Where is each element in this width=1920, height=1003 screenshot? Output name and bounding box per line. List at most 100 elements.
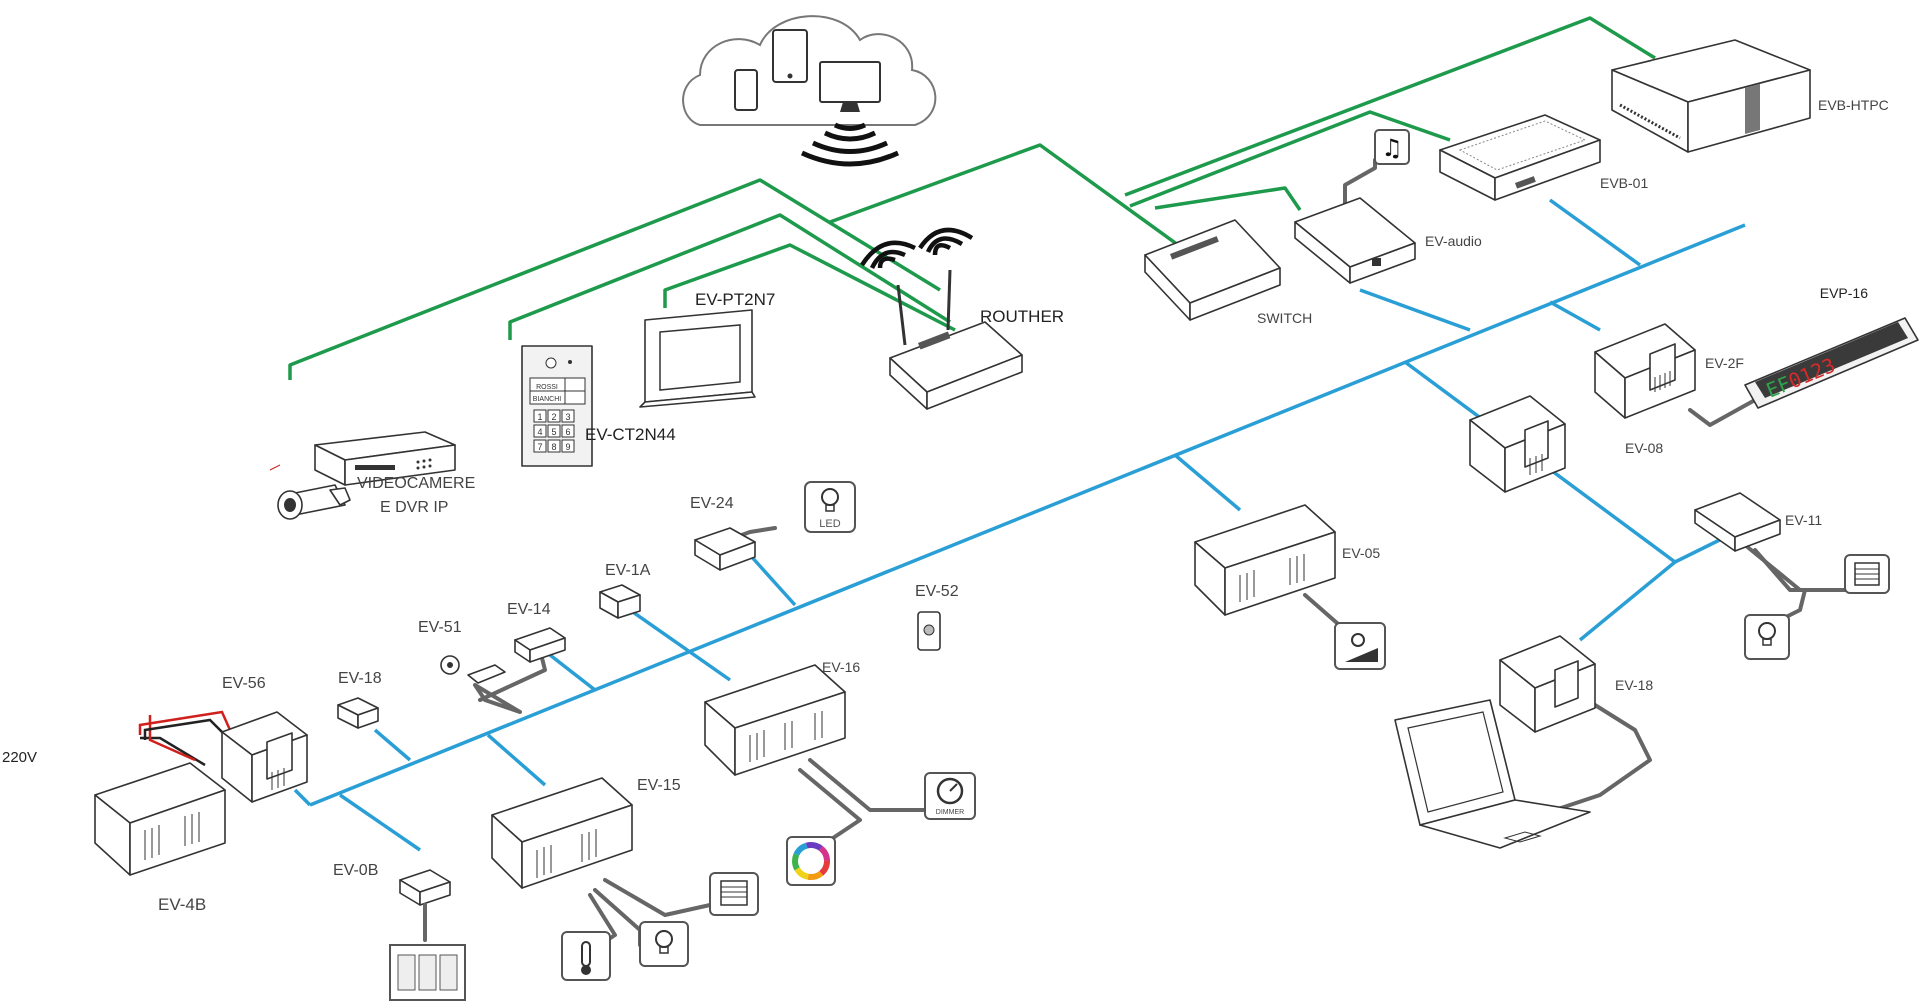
dimmer-knob-icon — [936, 777, 964, 805]
label-ev-08: EV-08 — [1625, 440, 1663, 456]
evb-01-device — [1439, 114, 1601, 201]
ev-52-sensor-icon — [923, 624, 935, 636]
router-ports — [918, 331, 951, 350]
evp-16-screen — [1755, 322, 1908, 398]
key-8: 8 — [551, 442, 556, 452]
bus-ev14 — [548, 653, 597, 692]
key-6: 6 — [565, 427, 570, 437]
dimmer-text: DIMMER — [936, 809, 964, 816]
laptop-keyboard — [1419, 799, 1591, 849]
ev-audio-device — [1294, 197, 1416, 284]
light-icon-box-left — [639, 921, 689, 967]
wire-220v — [140, 736, 206, 767]
wall-switch-icon — [389, 944, 466, 1001]
ev-pt2n7-device — [639, 309, 756, 408]
switch-device — [1144, 219, 1281, 321]
label-ev-18-right: EV-18 — [1615, 677, 1653, 693]
music-note-icon: ♫ — [1381, 134, 1403, 162]
cable-ev18-laptop — [1553, 703, 1652, 812]
bus-ev56 — [293, 788, 312, 807]
label-ev-56: EV-56 — [222, 675, 266, 692]
cable-ev51-loop — [473, 683, 522, 714]
cable-switch-evb01 — [1129, 110, 1451, 208]
switch-ports — [1170, 236, 1219, 260]
light-scene-icon — [1345, 633, 1378, 662]
keypad: 1 2 3 4 5 6 7 8 9 — [533, 409, 575, 453]
label-ev-05: EV-05 — [1342, 545, 1380, 561]
ev-ct2n44-device: ROSSI BIANCHI 1 2 3 4 5 6 7 8 9 — [521, 345, 593, 467]
label-ev-24: EV-24 — [690, 495, 734, 512]
wire-red-2 — [138, 710, 232, 735]
ev-18-left-device — [337, 697, 379, 729]
device-cables — [473, 158, 1852, 947]
power-wires — [138, 710, 232, 767]
ev-4b-device — [94, 762, 226, 876]
dvr-slot — [355, 465, 395, 470]
label-ev-14: EV-14 — [507, 601, 551, 618]
label-evb-htpc: EVB-HTPC — [1818, 97, 1889, 113]
cable-router-switch — [829, 143, 1187, 252]
evp-16-text: EF0123 — [1763, 353, 1839, 403]
led-icon-box — [804, 481, 856, 533]
cable-touch-router — [663, 243, 956, 332]
evb-01-vents — [1458, 120, 1587, 171]
nameplate-1: ROSSI — [536, 384, 558, 391]
ip-camera-icon — [277, 484, 351, 520]
ev-15-device — [491, 777, 633, 889]
label-ev-51: EV-51 — [418, 619, 462, 636]
cloud-wifi-icon — [800, 122, 900, 167]
label-evp-16: EVP-16 — [1820, 285, 1868, 301]
thermometer-icon-box — [561, 931, 611, 981]
panel-led — [568, 360, 572, 364]
label-evb-01: EVB-01 — [1600, 175, 1648, 191]
key-1: 1 — [537, 412, 542, 422]
cable-ev11-shutter — [1743, 543, 1852, 592]
ev-audio-front — [1349, 242, 1416, 284]
router-front — [926, 354, 1023, 410]
shutter-icon-box-left — [709, 872, 759, 916]
nameplate-2: BIANCHI — [533, 396, 561, 403]
camera-mount — [329, 487, 351, 506]
label-switch: SWITCH — [1257, 310, 1312, 326]
ev-pt2n7-base — [639, 391, 756, 408]
label-ev-0b: EV-0B — [333, 862, 378, 879]
ev-51-device — [440, 655, 506, 684]
bus-ev18-right — [1578, 560, 1677, 642]
bus-ev2f — [1549, 300, 1601, 332]
ev-14-device — [514, 627, 566, 663]
ev-11-device — [1694, 492, 1781, 552]
laptop-icon — [1394, 699, 1591, 849]
cloud-group — [682, 15, 937, 167]
label-ev-4b: EV-4B — [158, 895, 206, 914]
ev-audio-port — [1372, 258, 1381, 266]
key-5: 5 — [551, 427, 556, 437]
evb-htpc-panel — [1745, 84, 1760, 134]
key-2: 2 — [551, 412, 556, 422]
evp-16-display: EF0123 — [1744, 317, 1919, 409]
wire-black-2 — [143, 718, 226, 740]
camera-lens-icon — [545, 357, 557, 369]
shutter-icon-right — [1854, 562, 1880, 586]
label-ev-11: EV-11 — [1785, 512, 1822, 528]
label-ev-2f: EV-2F — [1705, 355, 1744, 371]
light-icon-box-right — [1744, 614, 1790, 660]
dimmer-icon-box — [924, 772, 976, 820]
bus-ev1a — [628, 608, 732, 682]
bus-ev15 — [486, 733, 547, 787]
evb-01-ports — [1514, 176, 1536, 189]
key-3: 3 — [565, 412, 570, 422]
rgb-wheel-icon — [792, 842, 830, 880]
bus-ev18-left — [373, 728, 412, 762]
bus-ev24 — [748, 553, 797, 607]
bus-ev0b — [339, 793, 421, 852]
key-4: 4 — [537, 427, 542, 437]
cable-ev2f-display — [1688, 398, 1757, 427]
ev-24-device — [694, 527, 756, 571]
ev-05-device — [1194, 504, 1336, 616]
smartphone-icon — [734, 69, 758, 111]
dvr-front — [344, 444, 456, 486]
led-text: LED — [819, 518, 840, 530]
bus-evaudio — [1359, 288, 1471, 332]
